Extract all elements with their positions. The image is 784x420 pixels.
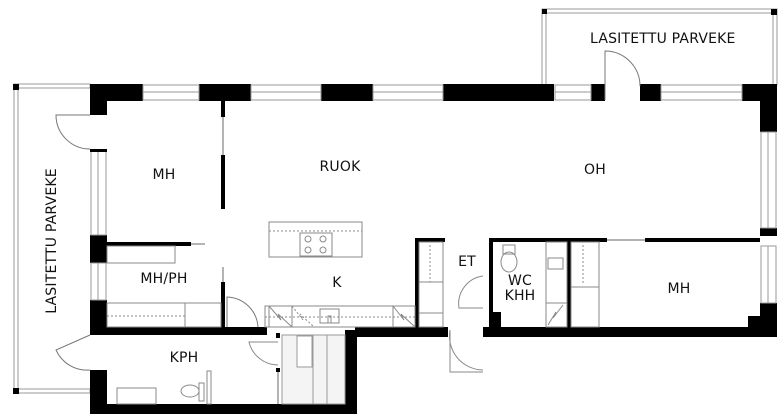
room-label-bedroom-workroom: MH/PH <box>140 271 188 287</box>
kitchen-counter <box>264 305 416 328</box>
interior-walls <box>107 101 760 372</box>
windows-right <box>760 131 777 304</box>
room-label-bedroom-left: MH <box>152 167 176 183</box>
balcony-door-top <box>604 50 641 100</box>
room-label-bathroom: KPH <box>169 350 199 366</box>
room-label-bedroom-right: MH <box>667 281 691 297</box>
windows-top <box>142 84 743 101</box>
room-label-entrance: ET <box>458 254 476 270</box>
room-label-glazed-balcony-left: LASITETTU PARVEKE <box>44 168 60 314</box>
room-label-living-room: OH <box>584 162 606 178</box>
kitchen-island <box>268 221 363 258</box>
khh-label: KHH <box>504 288 536 304</box>
exterior-walls <box>90 84 777 414</box>
windows-left <box>90 149 107 301</box>
room-label-dining: RUOK <box>319 159 361 175</box>
wc-label: WC <box>507 273 533 289</box>
room-label-glazed-balcony-top: LASITETTU PARVEKE <box>590 31 736 47</box>
room-label-kitchen: K <box>332 275 342 291</box>
staircase <box>281 334 346 405</box>
room-label-wc-utility: WC KHH <box>505 274 536 304</box>
top-balcony-outline <box>541 8 778 86</box>
